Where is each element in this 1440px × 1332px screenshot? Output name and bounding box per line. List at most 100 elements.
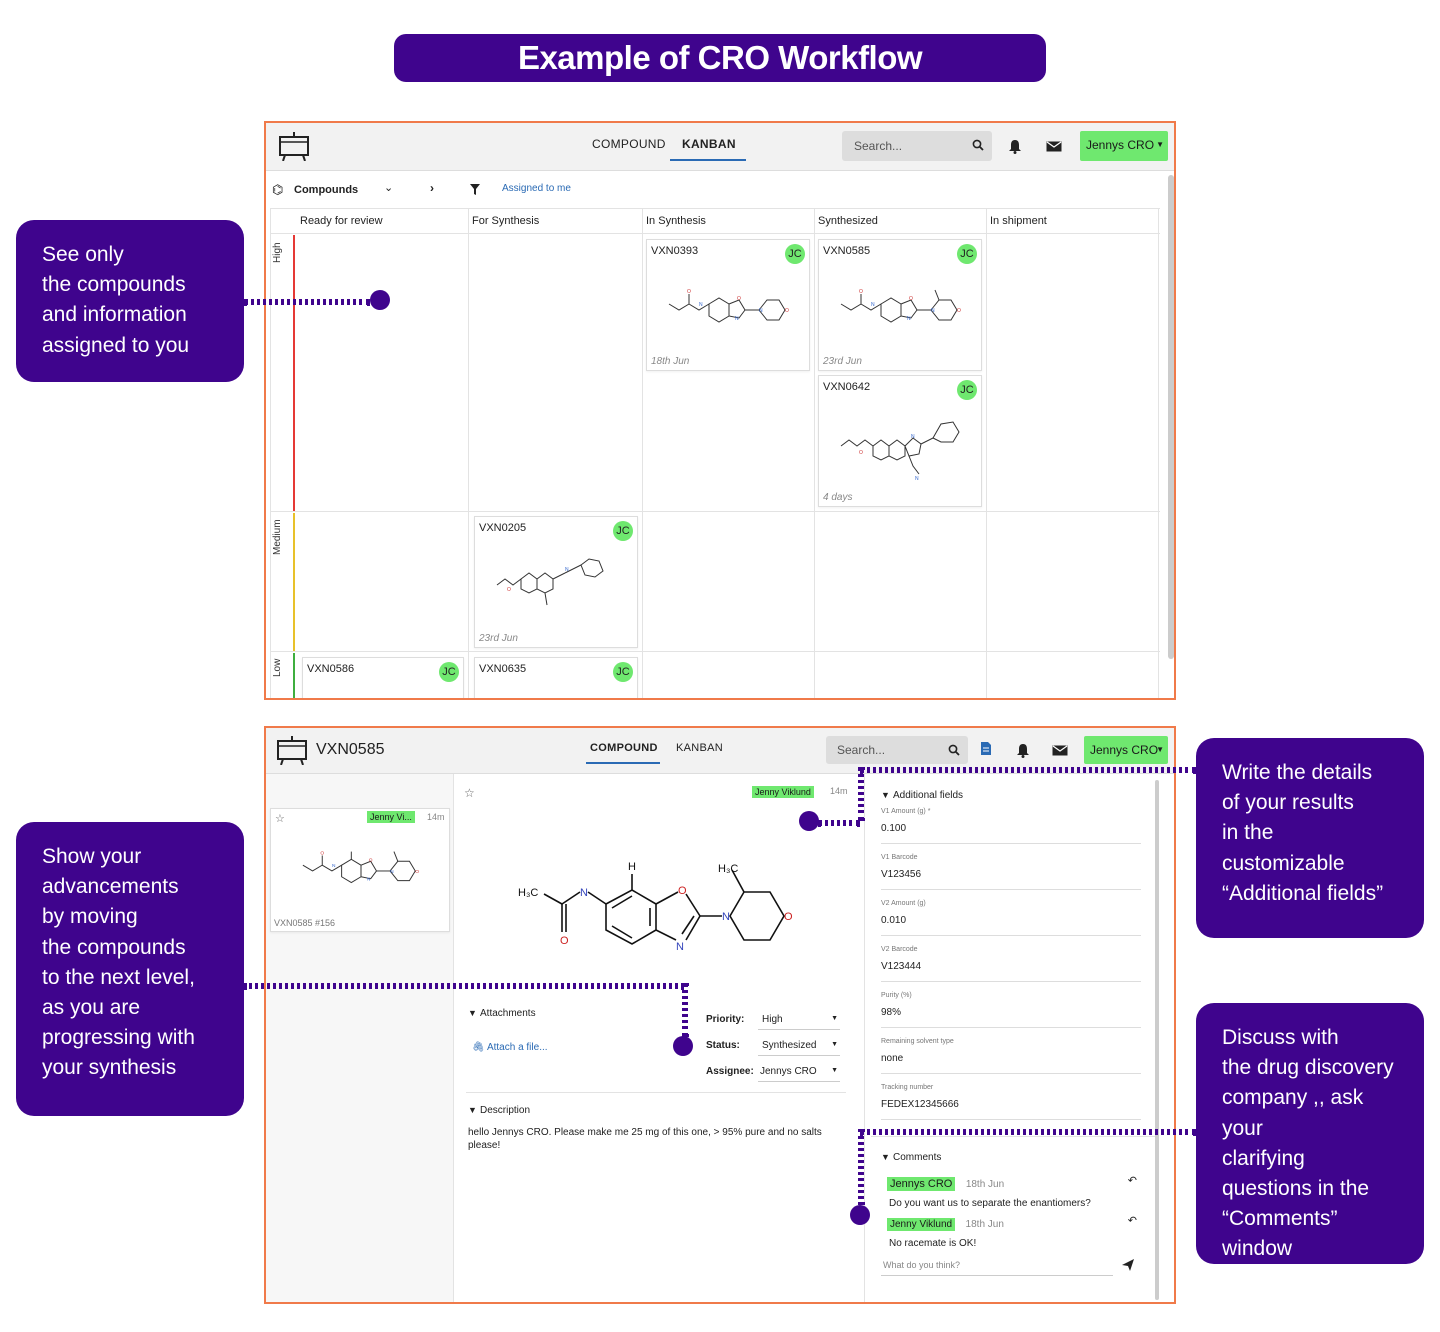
card-id: VXN0642 [823,381,871,393]
field-purity[interactable]: Purity (%) 98% [881,992,1141,1028]
assignee-select[interactable]: Jennys CRO ▼ [758,1062,840,1082]
scrollbar[interactable] [1155,780,1159,1300]
status-label: Status: [706,1040,740,1051]
callout-line: assigned to you [42,333,190,357]
priority-select[interactable]: High ▼ [758,1010,840,1030]
card-date: 23rd Jun [823,356,862,367]
callout-line: the compounds [42,935,186,959]
priority-bar-medium [293,513,295,651]
document-icon[interactable] [980,741,992,756]
atom-label: O [784,911,793,923]
compound-card[interactable]: VXN0635 JC [474,657,638,698]
callout-line: Show your [42,845,142,868]
board-top-line [270,208,1160,209]
additional-fields-header[interactable]: Additional fields [893,790,964,801]
priority-label: Priority: [706,1014,745,1025]
col-divider [642,208,643,698]
chevron-down-icon[interactable]: ▼ [881,1152,890,1162]
user-menu-button[interactable]: Jennys CRO ▼ [1084,736,1168,764]
description-text: hello Jennys CRO. Please make me 25 mg o… [468,1127,822,1151]
search-icon[interactable] [972,139,984,151]
callout-line: company ,, ask your [1222,1086,1364,1140]
svg-text:O: O [737,296,741,302]
molecule-structure: H H₃C H₃C N N N O O O [518,861,793,953]
bell-icon[interactable] [1016,743,1030,758]
chevron-down-icon[interactable]: ⌄ [384,182,394,194]
compound-main-panel: ☆ Jenny Viklund 14m H H [456,774,856,1302]
tab-compound[interactable]: COMPOUND [590,742,658,754]
star-icon[interactable]: ☆ [464,786,475,800]
atom-label: H [628,861,636,873]
priority-bar-low [293,653,295,698]
field-v1-barcode[interactable]: V1 Barcode V123456 [881,854,1141,890]
row-divider [270,651,1160,652]
assignee-badge: JC [785,244,805,264]
search-icon[interactable] [948,744,960,756]
molecule-structure: N O [496,558,604,606]
tab-kanban[interactable]: KANBAN [682,137,736,151]
comments-header[interactable]: Comments [893,1152,942,1163]
svg-text:N: N [332,863,336,869]
compounds-selector[interactable]: Compounds [294,184,359,196]
description-header[interactable]: Description [480,1105,531,1116]
attachments-header[interactable]: Attachments [480,1008,536,1019]
mail-icon[interactable] [1052,745,1068,756]
send-icon[interactable] [1121,1258,1135,1272]
field-label: V2 Barcode [881,946,918,953]
comment-date: 18th Jun [965,1179,1005,1190]
chevron-right-icon[interactable]: › [430,181,434,195]
caret-down-icon: ▼ [831,1041,838,1048]
scrollbar[interactable] [1168,175,1174,659]
field-v2-amount[interactable]: V2 Amount (g) 0.010 [881,900,1141,936]
callout-line: your synthesis [42,1056,177,1080]
comment-input[interactable]: What do you think? [881,1256,1113,1276]
kanban-toolbar: ⌬ Compounds ⌄ › Assigned to me [266,171,1164,209]
search-input[interactable]: Search... [842,131,992,161]
field-v1-amount[interactable]: V1 Amount (g) * 0.100 [881,808,1141,844]
field-value: V123444 [881,961,922,972]
comment-text: No racemate is OK! [889,1238,977,1249]
callout-line: Write the details [1222,761,1373,784]
connector-line [244,299,370,305]
tab-compound[interactable]: COMPOUND [592,137,666,151]
filter-icon[interactable] [470,184,480,195]
app-logo-icon [279,132,309,161]
field-value: none [881,1053,904,1064]
time-ago: 14m [427,812,445,822]
chevron-down-icon[interactable]: ▼ [881,790,890,800]
user-name: Jennys CRO [1086,138,1155,152]
svg-text:N: N [367,877,371,883]
status-select[interactable]: Synthesized ▼ [758,1036,840,1056]
user-menu-button[interactable]: Jennys CRO ▼ [1080,131,1168,161]
field-v2-barcode[interactable]: V2 Barcode V123444 [881,946,1141,982]
attach-file-link[interactable]: 🖇 Attach a file... [472,1042,548,1053]
user-name: Jennys CRO [1090,743,1159,757]
search-input[interactable]: Search... [826,736,968,764]
field-value: FEDEX12345666 [881,1099,959,1110]
bell-icon[interactable] [1008,139,1022,154]
star-icon[interactable]: ☆ [275,813,285,825]
reply-icon[interactable]: ↶ [1127,1175,1137,1187]
mail-icon[interactable] [1046,141,1062,152]
compound-card[interactable]: VXN0205 JC N O 23rd Jun [474,516,638,648]
svg-text:N: N [915,476,919,482]
field-remaining-solvent[interactable]: Remaining solvent type none [881,1038,1141,1074]
priority-label-medium: Medium [272,519,283,555]
column-header: In Synthesis [646,215,706,227]
priority-label-low: Low [272,658,283,677]
svg-text:O: O [785,308,789,314]
field-label: V1 Amount (g) * [881,808,931,815]
assigned-to-me-filter[interactable]: Assigned to me [502,183,571,194]
compound-card[interactable]: VXN0586 JC [302,657,464,698]
reply-icon[interactable]: ↶ [1127,1215,1137,1227]
user-tag: Jenny Vi... [367,811,415,823]
chevron-down-icon[interactable]: ▼ [468,1008,477,1018]
field-tracking-number[interactable]: Tracking number FEDEX12345666 [881,1084,1141,1120]
chevron-down-icon[interactable]: ▼ [468,1105,477,1115]
tab-kanban[interactable]: KANBAN [676,742,724,754]
active-tab-underline [586,762,660,764]
